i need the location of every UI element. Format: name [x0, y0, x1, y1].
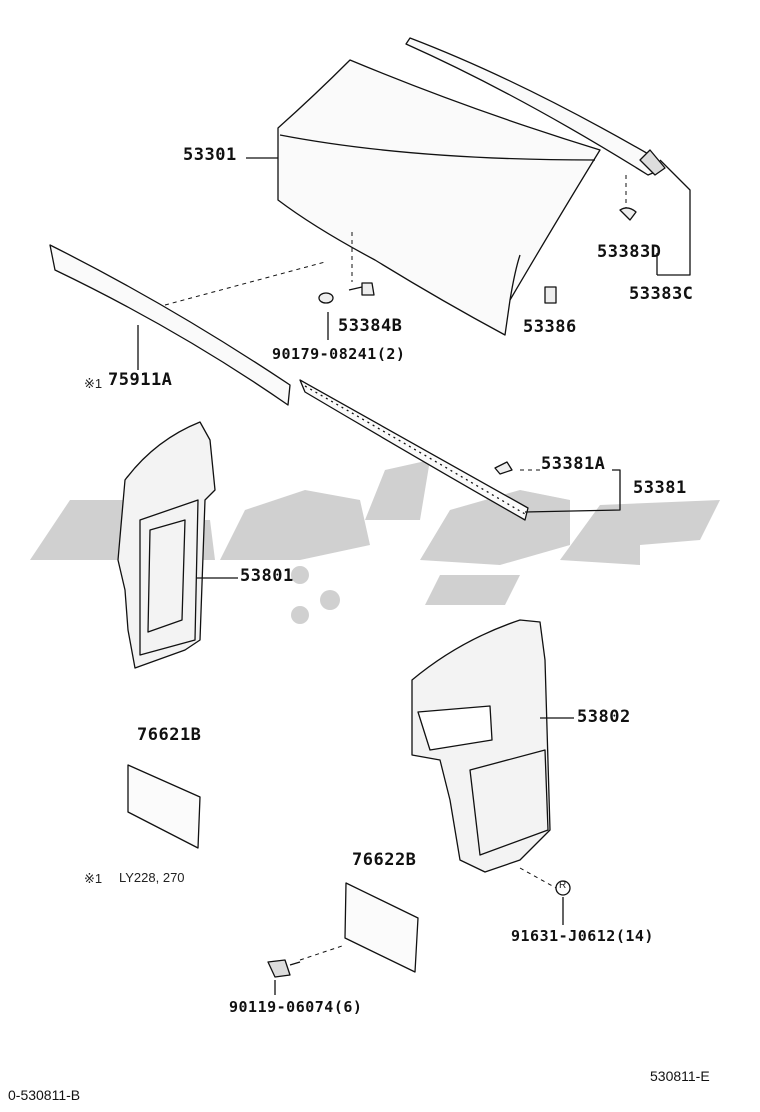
trunk-lid-53301	[277, 59, 601, 336]
assembly-dashed-lines	[164, 175, 627, 961]
circle-r-text: R	[559, 880, 567, 891]
label-53386: 53386	[523, 317, 577, 337]
leader-lines	[137, 157, 691, 995]
marker-note-2: ※1	[84, 871, 103, 886]
label-53383D: 53383D	[597, 242, 662, 262]
label-53383C: 53383C	[629, 284, 694, 304]
panel-53802	[411, 619, 551, 873]
panel-53801	[117, 421, 216, 669]
weatherstrip-53383C	[405, 37, 666, 176]
label-53381A: 53381A	[541, 454, 606, 474]
label-76621B: 76621B	[137, 725, 202, 745]
clip-53383D	[619, 207, 637, 221]
clip-53384B	[318, 282, 375, 304]
label-90119-06074: 90119-06074(6)	[229, 998, 363, 1016]
footnote-models: LY228, 270	[119, 870, 185, 885]
clip-53381A	[494, 461, 513, 475]
screw-90119	[267, 959, 301, 978]
label-91631-J0612: 91631-J0612(14)	[511, 927, 654, 945]
sheet-76621B	[127, 764, 201, 849]
label-53301: 53301	[183, 145, 237, 165]
figure-code-right: 530811-E	[650, 1068, 710, 1084]
marker-note-1: ※1	[84, 376, 103, 391]
figure-code-left: 0-530811-B	[8, 1087, 81, 1103]
clip-53386	[544, 286, 557, 304]
label-53801: 53801	[240, 566, 294, 586]
label-53381: 53381	[633, 478, 687, 498]
label-75911A: 75911A	[108, 370, 173, 390]
moulding-75911A	[49, 244, 291, 406]
garnish-53381	[299, 379, 529, 521]
label-53384B: 53384B	[338, 316, 403, 336]
label-76622B: 76622B	[352, 850, 417, 870]
label-90179-08241: 90179-08241(2)	[272, 345, 406, 363]
label-53802: 53802	[577, 707, 631, 727]
sheet-76622B	[344, 882, 419, 973]
